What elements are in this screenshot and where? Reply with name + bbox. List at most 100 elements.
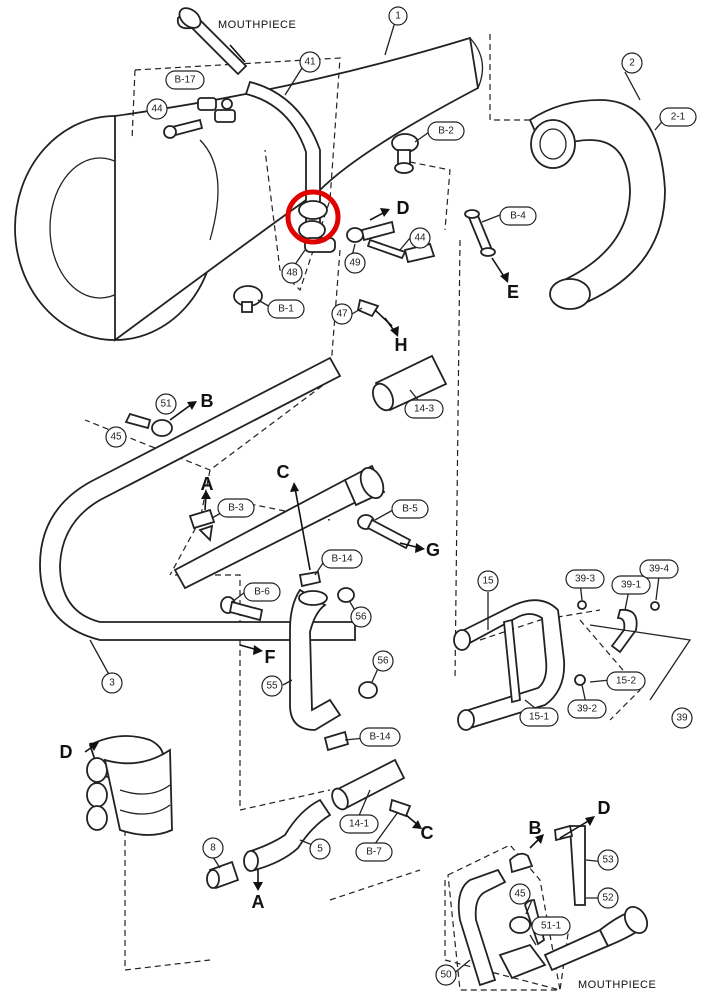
svg-text:2-1: 2-1: [671, 112, 686, 123]
callout-15: 15: [477, 570, 499, 592]
svg-text:49: 49: [349, 258, 361, 269]
callout-50: 50: [435, 964, 457, 986]
svg-text:15-1: 15-1: [529, 712, 549, 723]
callout-39-4: 39-4: [639, 559, 679, 579]
connector-letter-c-lower: C: [421, 823, 434, 843]
svg-text:56: 56: [355, 612, 367, 623]
svg-text:55: 55: [266, 681, 278, 692]
callout-39-1: 39-1: [611, 575, 651, 595]
leader-lines: [89, 21, 666, 976]
svg-text:14-1: 14-1: [349, 819, 369, 830]
callout-b7: B-7: [355, 842, 393, 862]
connector-letter-a: A: [201, 474, 214, 494]
svg-text:48: 48: [286, 268, 298, 279]
svg-text:B-5: B-5: [402, 504, 418, 515]
svg-text:45: 45: [514, 889, 526, 900]
callout-5: 5: [309, 838, 331, 860]
main-tuning-slide-3: [39, 356, 386, 641]
callout-53: 53: [597, 849, 619, 871]
svg-text:B-14: B-14: [369, 732, 391, 743]
connector-letter-e: E: [507, 282, 519, 302]
svg-text:3: 3: [109, 678, 115, 689]
connector-letter-c: C: [277, 462, 290, 482]
valve-cluster: [86, 735, 173, 836]
svg-text:2: 2: [629, 58, 635, 69]
svg-text:B-14: B-14: [331, 554, 353, 565]
mouthpiece-label-bottom: MOUTHPIECE: [578, 979, 656, 991]
callout-8: 8: [202, 837, 224, 859]
svg-text:39-4: 39-4: [649, 564, 669, 575]
connector-letter-d: D: [397, 198, 410, 218]
svg-text:50: 50: [440, 970, 452, 981]
svg-text:15-2: 15-2: [616, 676, 636, 687]
svg-text:B-6: B-6: [254, 587, 270, 598]
brace-b6: [220, 596, 264, 622]
svg-text:44: 44: [151, 104, 163, 115]
valve-cap-cluster: [298, 200, 436, 264]
connector-letter-a-lower: A: [252, 892, 265, 912]
connector-letter-d-lower: D: [598, 798, 611, 818]
callout-41: 41: [299, 51, 321, 73]
cap-b1: [233, 285, 263, 313]
valve-slide-15: [453, 599, 566, 731]
callout-44a: 44: [146, 98, 168, 120]
svg-text:39: 39: [676, 713, 688, 724]
svg-text:B-4: B-4: [510, 211, 526, 222]
svg-text:52: 52: [602, 893, 614, 904]
svg-text:56: 56: [377, 656, 389, 667]
callout-44b: 44: [409, 227, 431, 249]
mouthpiece-label-top: MOUTHPIECE: [218, 19, 296, 31]
callout-56a: 56: [350, 606, 372, 628]
brace-b3: [188, 508, 216, 542]
tube-14-3: [372, 354, 448, 412]
callout-39: 39: [671, 707, 693, 729]
connector-letter-b-lower: B: [529, 818, 542, 838]
connector-arrows: [84, 208, 595, 891]
callout-48: 48: [281, 262, 303, 284]
callout-39-2: 39-2: [567, 699, 607, 719]
brace-b7: [388, 798, 412, 818]
svg-text:5: 5: [317, 844, 323, 855]
callout-55: 55: [261, 675, 283, 697]
callout-56b: 56: [372, 650, 394, 672]
svg-text:45: 45: [110, 432, 122, 443]
callout-51-1: 51-1: [531, 916, 571, 936]
svg-text:51: 51: [160, 399, 172, 410]
callout-b6: B-6: [243, 582, 281, 602]
callout-15-1: 15-1: [519, 707, 559, 727]
callout-52: 52: [597, 887, 619, 909]
callout-b17: B-17: [165, 70, 205, 90]
connector-letter-d-valve: D: [60, 742, 73, 762]
slide-55: [289, 570, 342, 731]
svg-text:8: 8: [210, 843, 216, 854]
thumb-screw-47: [356, 298, 393, 327]
callout-45a: 45: [105, 426, 127, 448]
svg-text:B-17: B-17: [174, 75, 196, 86]
svg-text:39-1: 39-1: [621, 580, 641, 591]
callout-b5: B-5: [391, 499, 429, 519]
caps-56: [337, 587, 378, 699]
svg-text:39-2: 39-2: [577, 704, 597, 715]
screw-51: [124, 412, 173, 437]
tube-5: [243, 798, 332, 872]
brace-b4: [464, 209, 496, 257]
callout-b14b: B-14: [359, 727, 401, 747]
lead-pipe-assembly-50: [447, 824, 649, 991]
mouthpiece-top: [176, 7, 248, 76]
callout-39-3: 39-3: [565, 569, 605, 589]
callout-14-3: 14-3: [404, 399, 444, 419]
svg-text:14-3: 14-3: [414, 404, 434, 415]
connector-letter-f: F: [265, 647, 276, 667]
svg-text:41: 41: [304, 57, 316, 68]
brace-parts-b17: [163, 97, 236, 139]
brace-b5: [357, 514, 412, 550]
svg-text:1: 1: [395, 11, 401, 22]
callout-3: 3: [101, 672, 123, 694]
svg-text:15: 15: [482, 576, 494, 587]
callout-51a: 51: [155, 393, 177, 415]
connector-letter-g: G: [426, 540, 440, 560]
callout-15-2: 15-2: [606, 671, 646, 691]
highlight-circle: [285, 189, 341, 245]
callout-b4: B-4: [499, 206, 537, 226]
